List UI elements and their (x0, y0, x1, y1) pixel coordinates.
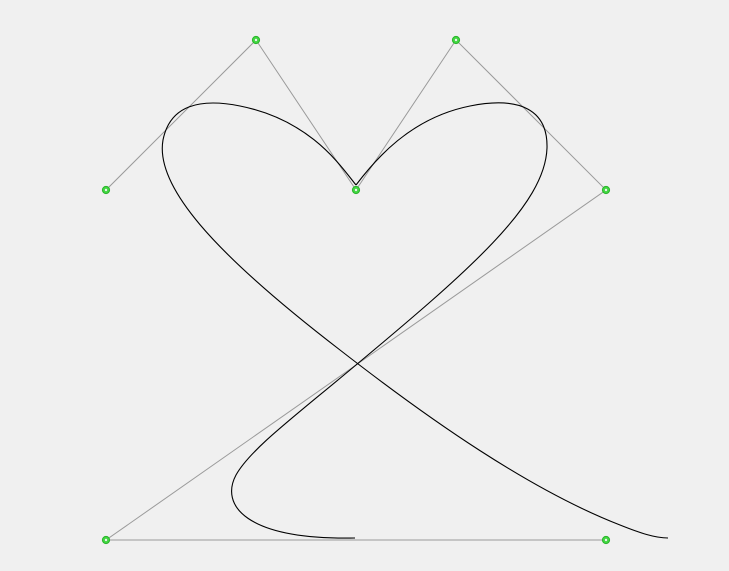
control-point-center-icon (454, 38, 458, 42)
control-point-center-icon (354, 188, 358, 192)
control-point-center-icon (604, 538, 608, 542)
control-point[interactable] (601, 535, 611, 545)
control-point[interactable] (601, 185, 611, 195)
control-point[interactable] (251, 35, 261, 45)
control-point-center-icon (604, 188, 608, 192)
spline-curve (161, 102, 669, 539)
control-point[interactable] (101, 185, 111, 195)
control-point-center-icon (104, 538, 108, 542)
control-point[interactable] (451, 35, 461, 45)
control-point-center-icon (254, 38, 258, 42)
spline-curve-right-lobe (231, 102, 548, 539)
control-point-center-icon (104, 188, 108, 192)
control-point[interactable] (351, 185, 361, 195)
control-polygon-left (105, 39, 357, 191)
control-point[interactable] (101, 535, 111, 545)
